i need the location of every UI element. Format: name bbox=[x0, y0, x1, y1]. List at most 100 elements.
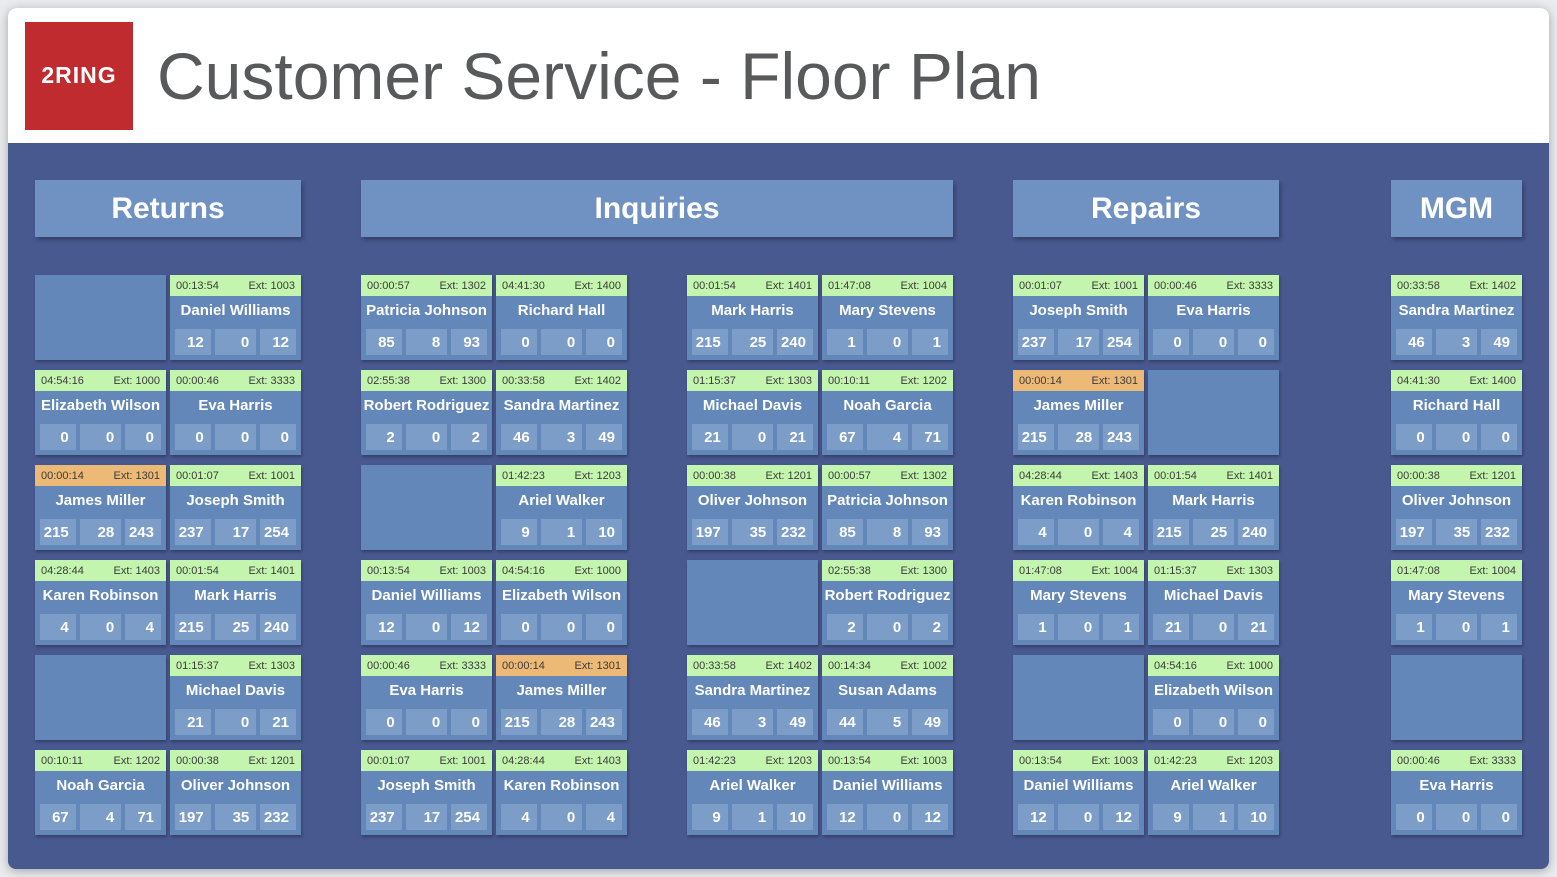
agent-stat-value: 9 bbox=[1153, 804, 1189, 830]
agent-state-timer: 01:47:08 bbox=[1397, 564, 1440, 577]
agent-stat-value: 85 bbox=[366, 329, 402, 355]
agent-stat-value: 12 bbox=[1103, 804, 1139, 830]
agent-extension: Ext: 1303 bbox=[1226, 564, 1273, 577]
agent-stat-value: 28 bbox=[1057, 424, 1100, 450]
agent-name: Joseph Smith bbox=[377, 777, 476, 794]
agent-extension: Ext: 1401 bbox=[765, 279, 812, 292]
agent-name: Daniel Williams bbox=[1023, 777, 1134, 794]
agent-stat-value: 0 bbox=[1396, 804, 1432, 830]
agent-stat-value: 0 bbox=[1238, 329, 1274, 355]
agent-stat-value: 4 bbox=[586, 804, 622, 830]
agent-stat-value: 44 bbox=[827, 709, 863, 735]
agent-stat-value: 0 bbox=[1192, 709, 1235, 735]
agent-stat-value: 67 bbox=[40, 804, 76, 830]
agent-stat-value: 0 bbox=[731, 424, 774, 450]
agent-name: Joseph Smith bbox=[1029, 302, 1128, 319]
agent-extension: Ext: 1203 bbox=[765, 754, 812, 767]
agent-stat-value: 0 bbox=[1396, 424, 1432, 450]
agent-state-timer: 00:13:54 bbox=[367, 564, 410, 577]
agent-stat-value: 0 bbox=[40, 424, 76, 450]
agent-stat-value: 2 bbox=[827, 614, 863, 640]
agent-stat-value: 46 bbox=[1396, 329, 1432, 355]
agent-state-timer: 00:01:54 bbox=[693, 279, 736, 292]
agent-name: Mark Harris bbox=[711, 302, 794, 319]
agent-extension: Ext: 1400 bbox=[1469, 374, 1516, 387]
agent-stat-value: 240 bbox=[777, 329, 813, 355]
agent-stat-value: 0 bbox=[586, 329, 622, 355]
agent-stat-value: 0 bbox=[1238, 709, 1274, 735]
agent-name: Michael Davis bbox=[185, 682, 286, 699]
agent-extension: Ext: 1001 bbox=[439, 754, 486, 767]
agent-state-timer: 00:13:54 bbox=[176, 279, 219, 292]
agent-state-timer: 01:15:37 bbox=[1154, 564, 1197, 577]
agent-state-timer: 04:28:44 bbox=[41, 564, 84, 577]
agent-stat-value: 0 bbox=[366, 709, 402, 735]
agent-state-timer: 01:42:23 bbox=[1154, 754, 1197, 767]
agent-stat-value: 243 bbox=[1103, 424, 1139, 450]
agent-stat-value: 10 bbox=[1238, 804, 1274, 830]
